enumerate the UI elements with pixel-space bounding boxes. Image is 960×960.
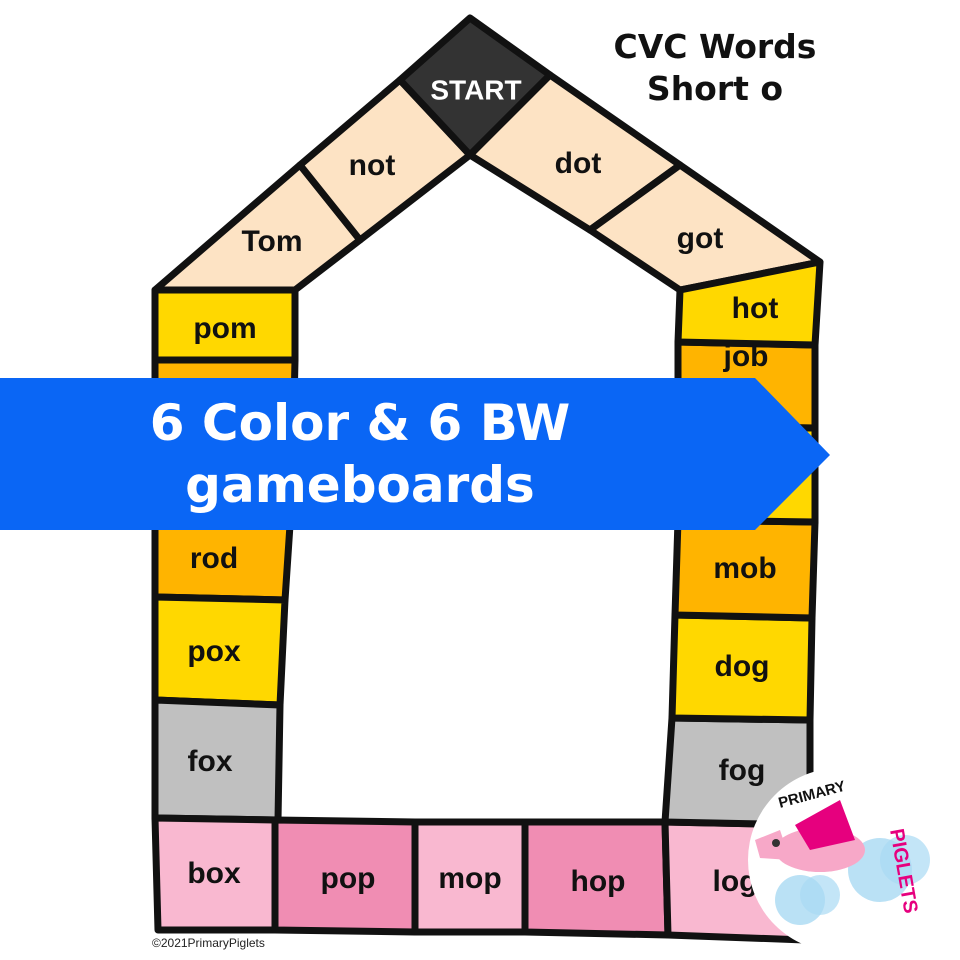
word-mop: mop	[438, 862, 501, 895]
word-got: got	[677, 222, 724, 255]
word-box: box	[187, 857, 241, 890]
tile-hot	[674, 258, 824, 349]
word-mob: mob	[713, 552, 776, 585]
banner-line-2: gameboards	[185, 456, 535, 514]
banner-line-1: 6 Color & 6 BW	[149, 394, 571, 452]
word-hot: hot	[732, 292, 779, 325]
word-rod: rod	[190, 542, 238, 575]
copyright: ©2021PrimaryPiglets	[152, 936, 265, 950]
word-not: not	[349, 149, 396, 182]
word-dog: dog	[715, 650, 770, 683]
primary-piglets-logo: PRIMARY PIGLETS	[748, 768, 932, 952]
word-hop: hop	[571, 865, 626, 898]
page-title: CVC Words Short o	[590, 26, 840, 110]
word-job: job	[723, 340, 769, 373]
title-line-2: Short o	[646, 69, 784, 108]
banner-text: 6 Color & 6 BW gameboards	[60, 392, 660, 516]
word-dot: dot	[555, 147, 602, 180]
word-start: START	[430, 74, 521, 105]
word-fox: fox	[188, 745, 233, 778]
word-pox: pox	[187, 635, 241, 668]
title-line-1: CVC Words	[613, 27, 817, 66]
word-fog: fog	[719, 754, 766, 787]
word-pop: pop	[321, 862, 376, 895]
word-tom: Tom	[241, 225, 302, 258]
banner-arrow	[0, 378, 830, 530]
word-pom: pom	[193, 312, 256, 345]
